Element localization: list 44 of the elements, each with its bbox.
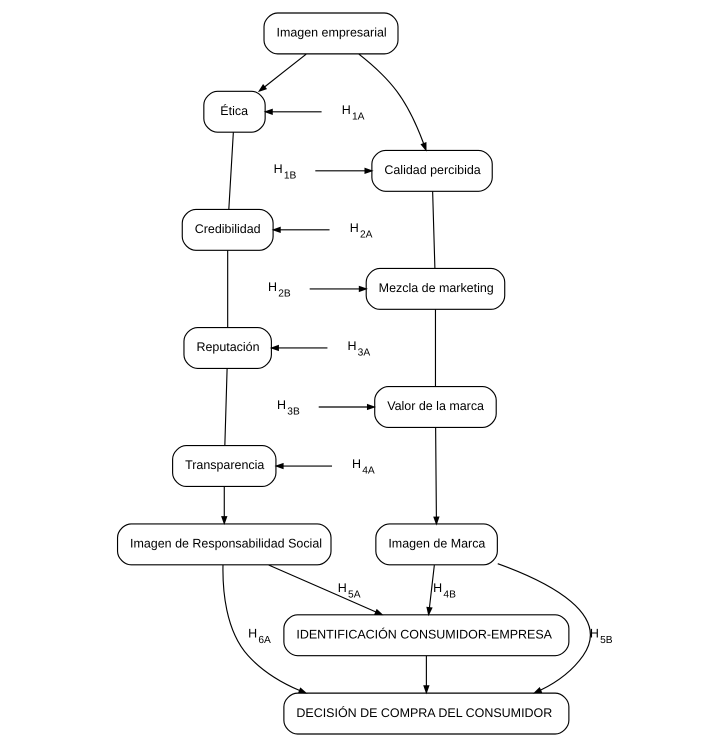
arrow xyxy=(274,462,332,470)
arrow xyxy=(432,427,440,526)
arrow xyxy=(318,404,376,410)
edge-label: H$_{5B}$ xyxy=(589,626,612,646)
node-box: Reputación xyxy=(182,326,272,369)
arrow xyxy=(257,54,306,92)
node-box: Imagen de Responsabilidad Social xyxy=(116,523,332,566)
connector xyxy=(434,310,436,386)
arrow xyxy=(314,168,374,174)
node-text: H$_{3B}$ xyxy=(276,398,300,418)
edge-label: H$_{6A}$ xyxy=(248,626,270,646)
node-text: H$_{4A}$ xyxy=(352,457,374,477)
edge-label: H$_{4B}$ xyxy=(432,580,456,600)
node-box: Transparencia xyxy=(172,445,276,488)
edge-label: H$_{5A}$ xyxy=(337,580,360,600)
node-text: H$_{2A}$ xyxy=(349,220,372,240)
arrow xyxy=(497,563,590,694)
arrow xyxy=(309,286,368,292)
node-box: Imagen de Marca xyxy=(374,523,498,566)
node-box: Imagen empresarial xyxy=(262,12,398,54)
arrow xyxy=(426,565,434,616)
node-text: H$_{1A}$ xyxy=(341,102,364,122)
node-text: H$_{1B}$ xyxy=(273,162,296,182)
node-box: IDENTIFICACIÓN CONSUMIDOR-EMPRESA xyxy=(282,614,569,656)
node-box: Mezcla de marketing xyxy=(365,268,505,310)
node-text: H$_{2B}$ xyxy=(267,280,290,300)
arrow xyxy=(271,226,330,234)
arrow xyxy=(269,344,327,352)
arrow xyxy=(422,656,430,694)
arrow xyxy=(268,564,384,616)
arrow xyxy=(220,486,227,526)
arrow xyxy=(358,54,426,152)
node-box: Valor de la marca xyxy=(374,386,496,428)
connector xyxy=(432,192,435,268)
arrow xyxy=(222,564,308,694)
connector xyxy=(226,250,228,328)
connector xyxy=(228,132,234,210)
node-box: Calidad percibida xyxy=(370,150,492,192)
node-text: H$_{3A}$ xyxy=(346,338,370,358)
node-box: Credibilidad xyxy=(181,208,274,251)
arrow xyxy=(263,108,322,115)
node-box: DECISIÓN DE COMPRA DEL CONSUMIDOR xyxy=(282,692,569,735)
connector xyxy=(224,368,228,446)
node-box: Ética xyxy=(202,90,266,133)
